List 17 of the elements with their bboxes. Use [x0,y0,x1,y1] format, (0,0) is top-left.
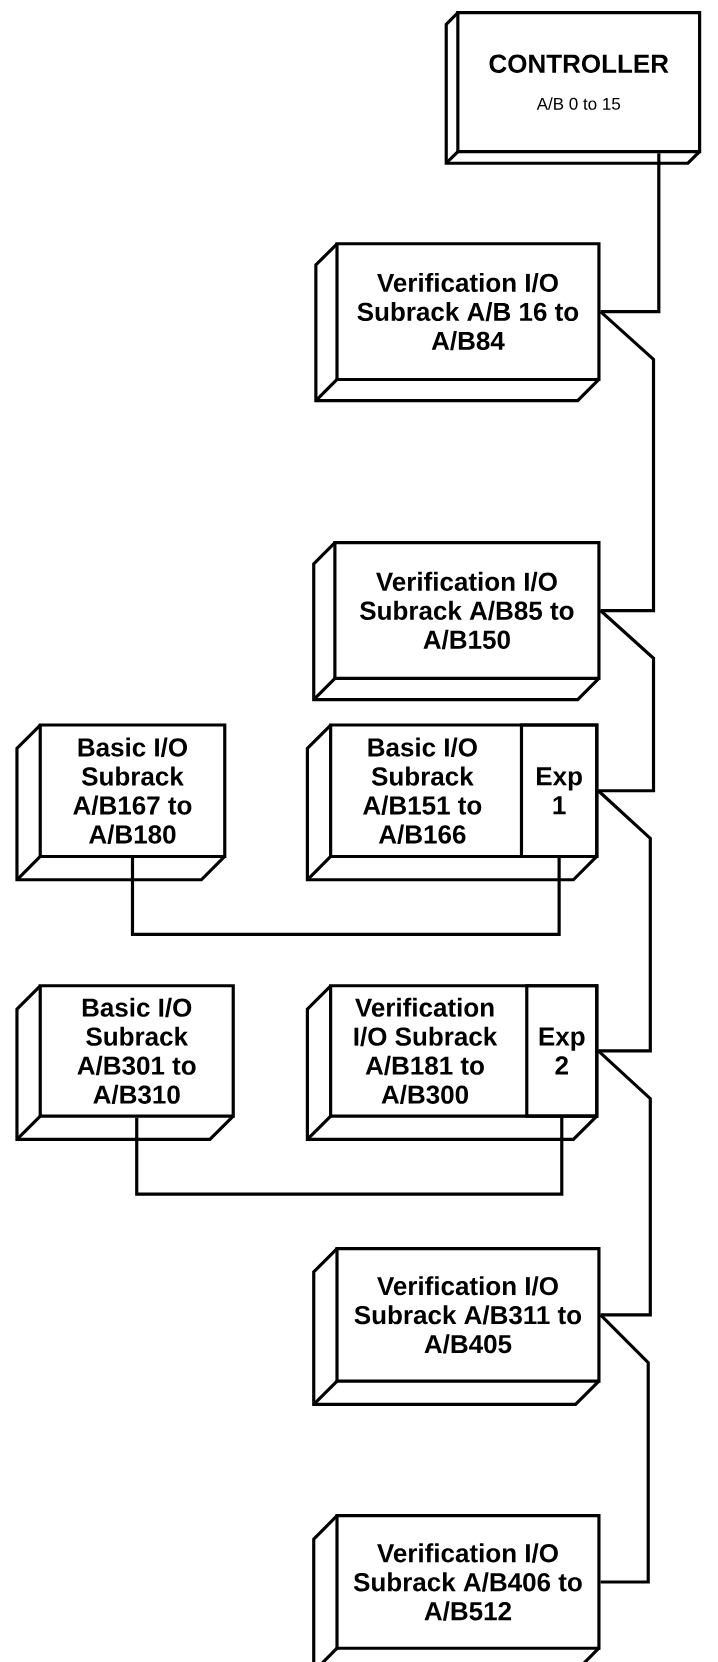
expansion-box: Exp 2 [525,984,599,1118]
cable-line [598,609,656,793]
subrack-box: Verification I/O Subrack A/B406 to A/B512 [312,1514,601,1662]
subrack-box: Basic I/O Subrack A/B301 to A/B310 [15,984,236,1142]
cable-line [599,1313,650,1584]
cable-line [131,858,561,936]
subrack-box: Verification I/O Subrack A/B85 to A/B150 [312,541,601,702]
cable-line [599,310,656,613]
subrack-box: CONTROLLER A/B 0 to 15 [444,11,702,165]
subrack-box: Basic I/O Subrack A/B167 to A/B180 [15,723,227,882]
cable-line [600,153,661,314]
subrack-box: Verification I/O Subrack A/B 16 to A/B84 [314,242,601,403]
subrack-box: Verification I/O Subrack A/B311 to A/B405 [312,1247,601,1407]
cable-line [135,1117,564,1196]
cable-line [597,789,653,1053]
cable-line [597,1049,653,1317]
expansion-box: Exp 1 [520,723,599,859]
